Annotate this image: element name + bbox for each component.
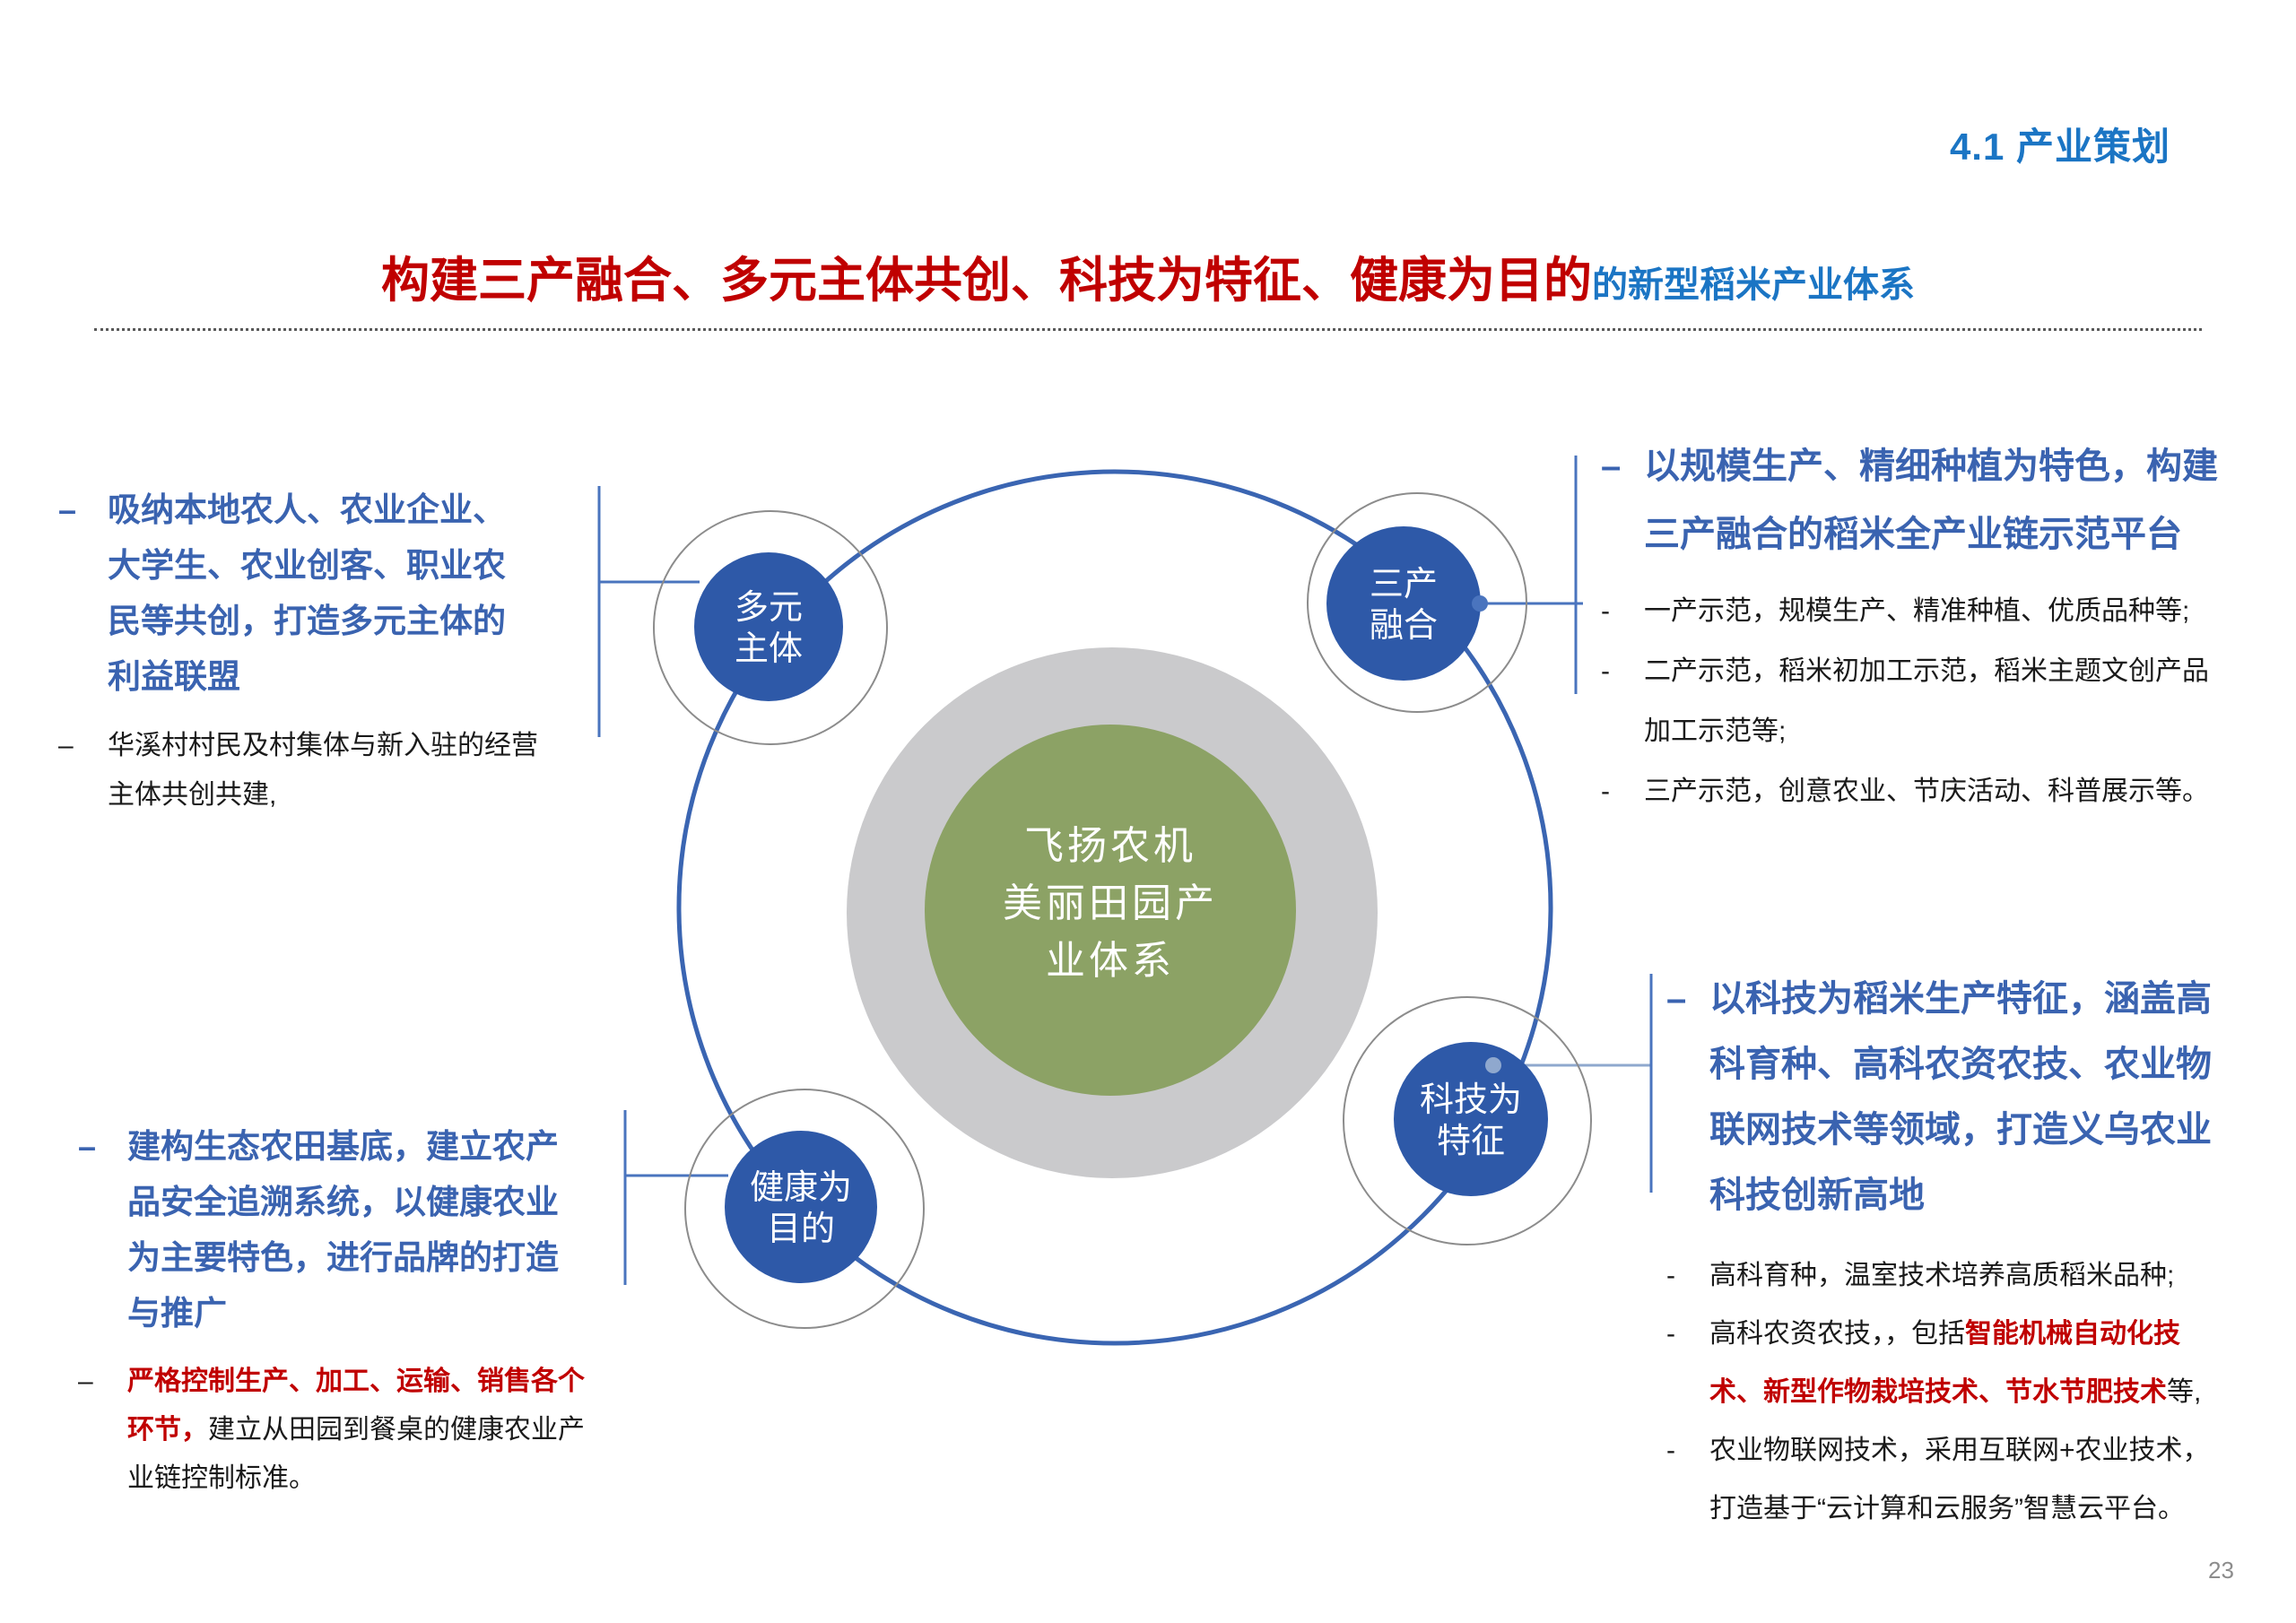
block-three-industry: – 以规模生产、精细种植为特色，构建三产融合的稻米全产业链示范平台 - 一产示范… [1601,432,2229,821]
multi-subject-heading: – 吸纳本地农人、农业企业、大学生、农业创客、职业农民等共创，打造多元主体的利益… [58,482,534,705]
bullet-dash: – [58,731,74,760]
multi-subject-sub: – 华溪村村民及村集体与新入驻的经营主体共创共建, [58,721,556,820]
list-item: - 一产示范，规模生产、精准种植、优质品种等; [1601,581,2227,641]
health-purpose-sub-black: 建立从田园到餐桌的健康农业产业链控制标准。 [127,1415,585,1493]
bullet-dash: - [1601,777,1610,806]
tech-feature-heading: – 以科技为稻米生产特征，涵盖高科育种、高科农资农技、农业物联网技术等领域，打造… [1666,967,2230,1228]
connector-left-bottom [623,1110,728,1285]
list-item: - 二产示范，稻米初加工示范，稻米主题文创产品加工示范等; [1601,641,2227,761]
ring-tech-feature [1343,996,1592,1245]
dot-tech-feature [1485,1057,1501,1073]
bullet-dash: - [1666,1261,1675,1290]
dot-three-industry [1472,595,1488,612]
node-three-industry [1326,526,1481,681]
tech-feature-item2-post: 等, [2167,1377,2202,1407]
three-industry-item1: 一产示范，规模生产、精准种植、优质品种等; [1644,596,2190,626]
health-purpose-sub-red: 严格控制生产、加工、运输、销售各个环节， [127,1367,585,1445]
bullet-dash: - [1601,596,1610,626]
ring-three-industry [1307,492,1527,713]
three-industry-items: - 一产示范，规模生产、精准种植、优质品种等; - 二产示范，稻米初加工示范，稻… [1601,581,2229,821]
list-item: - 高科农资农技，，包括智能机械自动化技术、新型作物栽培技术、节水节肥技术等, [1666,1305,2216,1421]
center-label-line1: 飞扬农机 [1024,823,1196,869]
three-industry-heading: – 以规模生产、精细种植为特色，构建三产融合的稻米全产业链示范平台 [1601,432,2236,568]
three-industry-item3: 三产示范，创意农业、节庆活动、科普展示等。 [1644,777,2209,806]
title-divider [94,328,2202,331]
node-multi-subject-line2: 主体 [735,629,803,668]
node-tech-feature-line1: 科技为 [1420,1080,1522,1119]
health-purpose-sub: – 严格控制生产、加工、运输、销售各个环节，建立从田园到餐桌的健康农业产业链控制… [78,1358,603,1503]
node-three-industry-line2: 融合 [1370,605,1438,645]
list-item: - 高科育种，温室技术培养高质稻米品种; [1666,1246,2216,1305]
section-header: 4.1 产业策划 [1949,126,2170,168]
bullet-dash: – [78,1367,93,1396]
ring-multi-subject [653,510,888,745]
tech-feature-item2-red: 智能机械自动化技术、新型作物栽培技术、节水节肥技术 [1709,1319,2180,1407]
page-number: 23 [2208,1557,2234,1584]
connector-right-top [1480,456,1583,694]
health-purpose-heading-text: 建构生态农田基底，建立农产品安全追溯系统，以健康农业为主要特色，进行品牌的打造与… [127,1128,559,1332]
block-multi-subject: – 吸纳本地农人、农业企业、大学生、农业创客、职业农民等共创，打造多元主体的利益… [58,482,561,820]
bullet-dash: – [78,1128,97,1165]
bullet-dash: – [1666,979,1687,1019]
node-health-purpose-line1: 健康为 [750,1167,852,1207]
center-green-circle [925,725,1296,1096]
list-item: - 三产示范，创意农业、节庆活动、科普展示等。 [1601,761,2227,821]
bullet-dash: – [58,491,77,528]
node-multi-subject [694,552,843,701]
node-tech-feature-line2: 特征 [1437,1121,1505,1160]
health-purpose-heading: – 建构生态农田基底，建立农产品安全追溯系统，以健康农业为主要特色，进行品牌的打… [78,1119,576,1341]
tech-feature-item2-pre: 高科农资农技，，包括 [1709,1319,1965,1349]
tech-feature-item1: 高科育种，温室技术培养高质稻米品种; [1709,1261,2175,1290]
list-item: - 农业物联网技术，采用互联网+农业技术，打造基于“云计算和云服务”智慧云平台。 [1666,1421,2216,1538]
tech-feature-item3: 农业物联网技术，采用互联网+农业技术，打造基于“云计算和云服务”智慧云平台。 [1709,1436,2210,1523]
tech-feature-items: - 高科育种，温室技术培养高质稻米品种; - 高科农资农技，，包括智能机械自动化… [1666,1246,2258,1538]
node-tech-feature [1394,1042,1548,1196]
connector-left-top [597,486,700,737]
center-label-line3: 业体系 [1046,938,1175,984]
ring-health-purpose [684,1089,925,1329]
block-health-purpose: – 建构生态农田基底，建立农产品安全追溯系统，以健康农业为主要特色，进行品牌的打… [78,1119,616,1503]
node-health-purpose-line2: 目的 [767,1209,835,1248]
bullet-dash: - [1666,1436,1675,1465]
multi-subject-sub-text: 华溪村村民及村集体与新入驻的经营主体共创共建, [108,731,538,810]
center-label-line2: 美丽田园产 [1003,881,1218,926]
orbit-circle [676,469,1553,1346]
node-multi-subject-line1: 多元 [735,587,803,627]
node-health-purpose [725,1131,877,1283]
node-three-industry-line1: 三产 [1370,564,1438,603]
tech-feature-heading-text: 以科技为稻米生产特征，涵盖高科育种、高科农资农技、农业物联网技术等领域，打造义乌… [1709,979,2212,1215]
three-industry-heading-text: 以规模生产、精细种植为特色，构建三产融合的稻米全产业链示范平台 [1644,447,2218,554]
slide-title: 构建三产融合、多元主体共创、科技为特征、健康为目的的新型稻米产业体系 [0,240,2296,311]
bullet-dash: – [1601,447,1622,486]
bullet-dash: - [1666,1319,1675,1349]
three-industry-item2: 二产示范，稻米初加工示范，稻米主题文创产品加工示范等; [1644,656,2209,746]
slide-title-blue: 的新型稻米产业体系 [1592,265,1915,305]
multi-subject-heading-text: 吸纳本地农人、农业企业、大学生、农业创客、职业农民等共创，打造多元主体的利益联盟 [108,491,506,695]
slide-title-red: 构建三产融合、多元主体共创、科技为特征、健康为目的 [381,254,1592,308]
bullet-dash: - [1601,656,1610,686]
block-tech-feature: – 以科技为稻米生产特征，涵盖高科育种、高科农资农技、农业物联网技术等领域，打造… [1666,967,2258,1538]
